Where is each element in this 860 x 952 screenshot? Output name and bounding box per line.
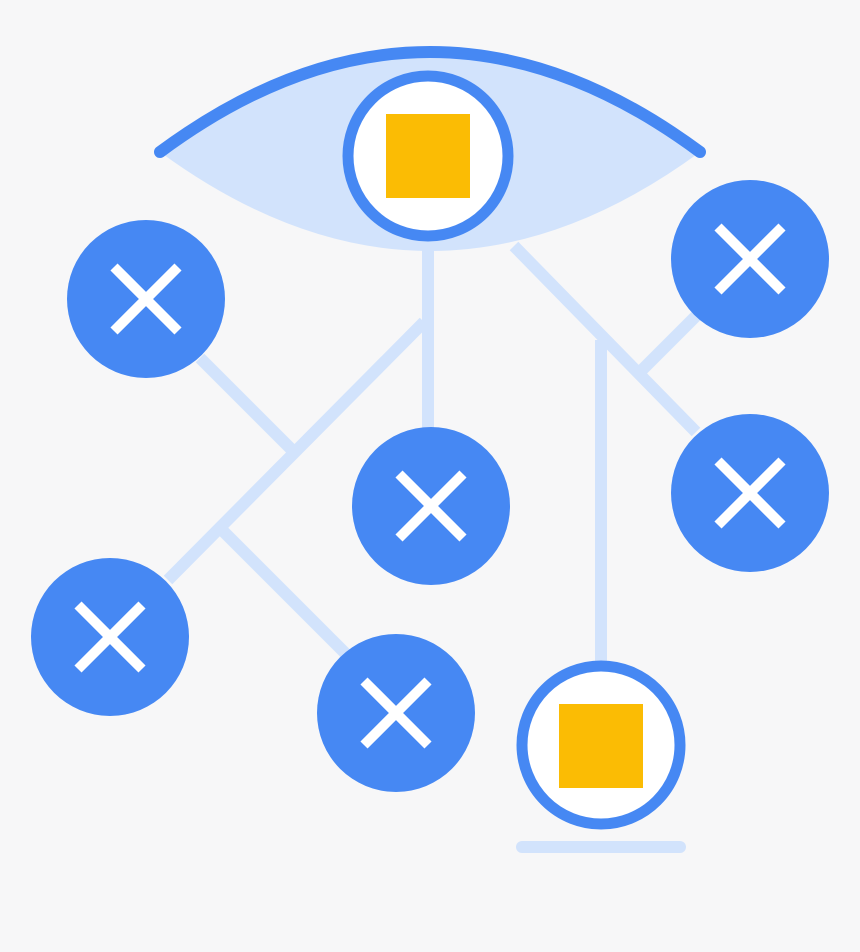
connector-left-upper bbox=[195, 353, 298, 456]
eye-upper-lid bbox=[154, 46, 706, 158]
close-icon bbox=[360, 677, 432, 749]
connector-right-diagonal bbox=[509, 241, 701, 437]
close-icon bbox=[395, 470, 467, 542]
connector-diagonal-main bbox=[163, 317, 429, 585]
close-icon bbox=[714, 457, 786, 529]
bottom-target-node bbox=[516, 660, 686, 853]
close-icon bbox=[110, 263, 182, 335]
connector-lines bbox=[163, 241, 701, 664]
blocked-node-center bbox=[352, 427, 510, 585]
yellow-square-icon bbox=[386, 114, 470, 198]
close-icon bbox=[74, 601, 146, 673]
eye-center-node bbox=[342, 70, 514, 242]
blocked-node-right-upper bbox=[671, 180, 829, 338]
connector-right-upper bbox=[632, 311, 701, 380]
blocked-node-left-lower bbox=[31, 558, 189, 716]
close-icon bbox=[714, 223, 786, 295]
blocked-node-right-middle bbox=[671, 414, 829, 572]
blocked-node-left-upper bbox=[67, 220, 225, 378]
connector-bottom-middle bbox=[217, 525, 355, 663]
yellow-square-icon bbox=[559, 704, 643, 788]
blocked-node-bottom-middle bbox=[317, 634, 475, 792]
